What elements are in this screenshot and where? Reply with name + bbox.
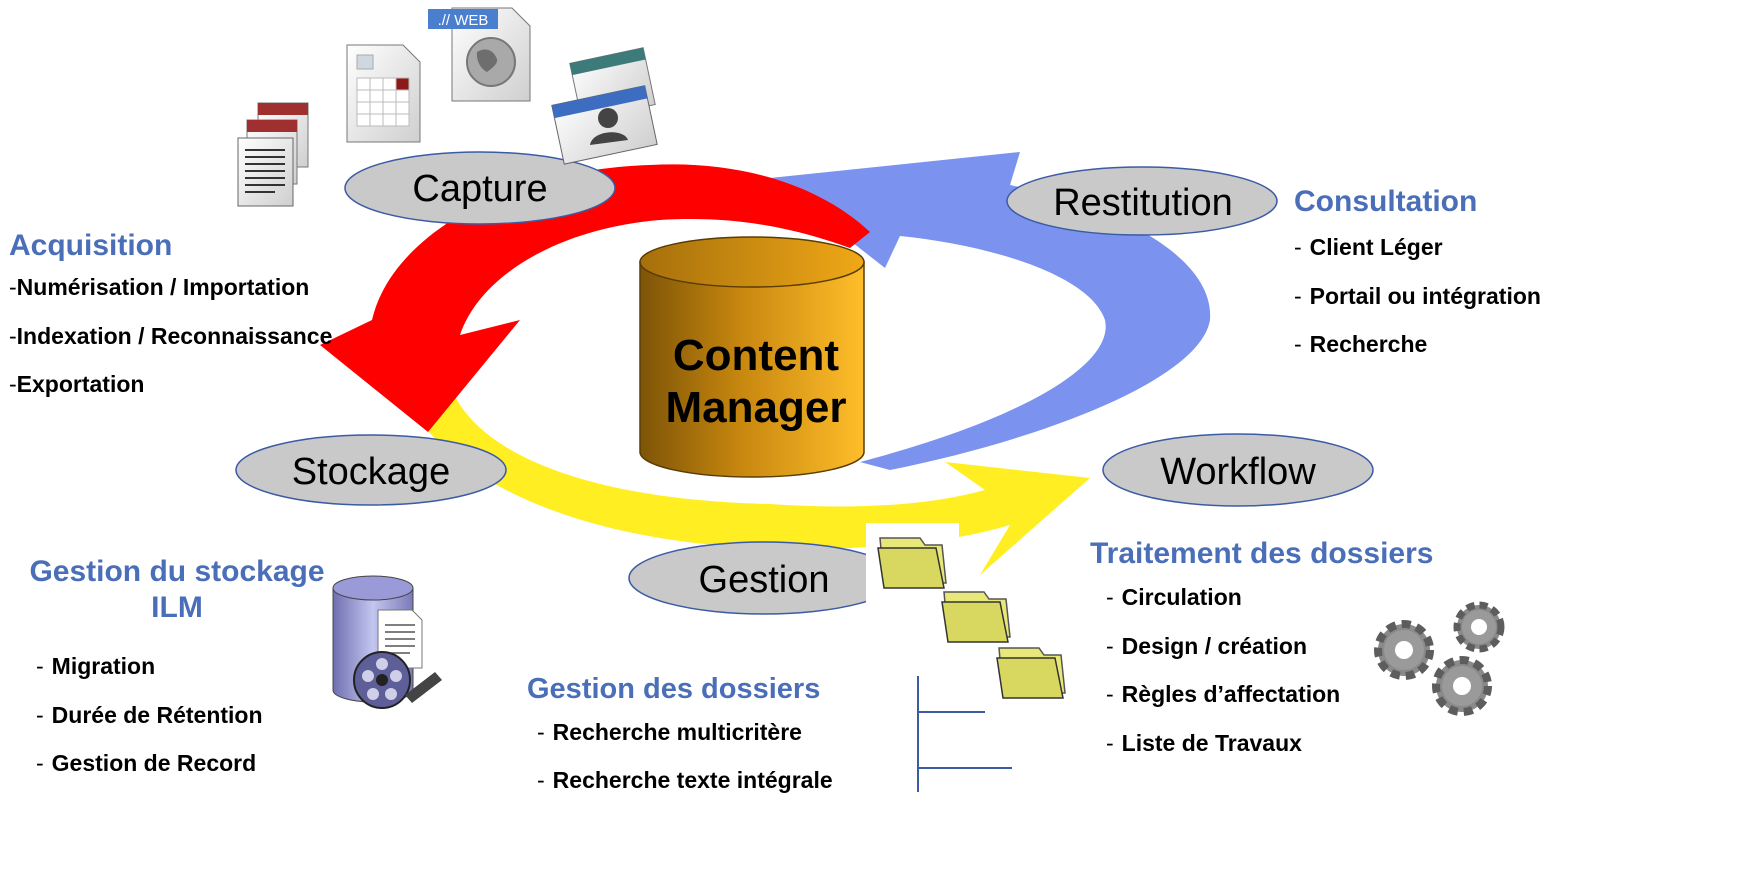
traitement-item: -Règles d’affectation [1106, 681, 1341, 708]
traitement-item: -Circulation [1106, 584, 1242, 610]
folder-icon-3 [996, 647, 1066, 699]
stage-restitution-label: Restitution [1053, 182, 1233, 224]
traitement-item: -Design / création [1106, 632, 1307, 659]
stage-stockage-label: Stockage [292, 451, 450, 493]
gestion-dossiers-item: -Recherche texte intégrale [537, 767, 833, 794]
gestion-stockage-list: -Migration -Durée de Rétention -Gestion … [36, 653, 263, 799]
acquisition-title: Acquisition [9, 229, 173, 262]
stage-workflow-label: Workflow [1160, 451, 1316, 493]
gears-icon [1374, 601, 1505, 716]
stage-gestion-label: Gestion [699, 559, 830, 601]
gestion-stockage-item: -Gestion de Record [36, 750, 257, 777]
gestion-dossiers-block: Gestion des dossiers -Recherche multicri… [527, 672, 833, 816]
spreadsheet-icon [346, 44, 421, 143]
gestion-stockage-title-block: Gestion du stockage ILM [18, 554, 336, 626]
consultation-block: Consultation -Client Léger -Portail ou i… [1294, 184, 1541, 380]
gestion-dossiers-title: Gestion des dossiers [527, 673, 821, 705]
gestion-stockage-title-line2: ILM [151, 591, 203, 624]
acquisition-item: -Numérisation / Importation [9, 274, 310, 300]
folder-tree-connector [917, 676, 1012, 792]
stage-restitution: Restitution [1006, 166, 1278, 236]
acquisition-item: -Indexation / Reconnaissance [9, 322, 333, 349]
web-document-icon: .// WEB [428, 7, 531, 102]
consultation-item: -Recherche [1294, 331, 1428, 358]
traitement-item: -Liste de Travaux [1106, 729, 1302, 756]
gestion-stockage-item: -Migration [36, 653, 156, 679]
document-stack-icon [237, 102, 309, 207]
gestion-dossiers-item: -Recherche multicritère [537, 718, 802, 745]
gestion-stockage-item: -Durée de Rétention [36, 701, 263, 728]
traitement-title: Traitement des dossiers [1090, 537, 1434, 570]
gestion-stockage-title-line1: Gestion du stockage [29, 555, 325, 588]
stage-capture-label: Capture [412, 168, 547, 210]
consultation-title: Consultation [1294, 185, 1478, 218]
core-title-line1: Content [673, 331, 840, 380]
acquisition-block: Acquisition -Numérisation / Importation … [9, 228, 332, 420]
film-reel-icon [353, 651, 442, 709]
consultation-item: -Client Léger [1294, 234, 1443, 260]
folder-icon-1 [866, 523, 959, 605]
traitement-block: Traitement des dossiers -Circulation -De… [1090, 536, 1433, 778]
folder-icon-2 [941, 591, 1011, 643]
acquisition-item: -Exportation [9, 371, 145, 398]
contact-card-icon [551, 47, 658, 165]
stage-workflow: Workflow [1102, 433, 1374, 507]
capture-flow-arrow [320, 164, 870, 432]
consultation-item: -Portail ou intégration [1294, 282, 1541, 309]
stage-gestion: Gestion [628, 541, 900, 615]
content-manager-database-icon [639, 236, 865, 478]
core-title-line2: Manager [666, 383, 847, 432]
web-badge-label: .// WEB [438, 12, 489, 29]
stage-stockage: Stockage [235, 434, 507, 506]
stage-capture: Capture [344, 151, 616, 225]
